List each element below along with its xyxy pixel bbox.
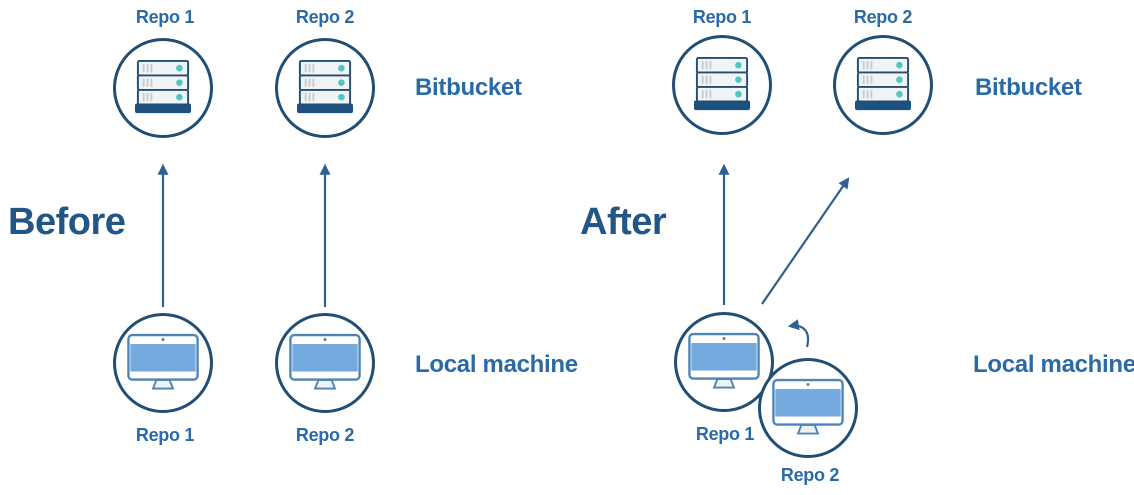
server-icon <box>135 60 191 114</box>
after-local-repo1-node <box>674 312 774 412</box>
before-local-machine-label: Local machine <box>415 351 578 378</box>
before-local-repo2-node <box>275 313 375 413</box>
after-local-machine-label: Local machine <box>973 351 1134 378</box>
before-local-repo1-label: Repo 1 <box>135 425 195 445</box>
before-remote-repo2-node <box>275 38 375 138</box>
monitor-icon <box>127 333 199 390</box>
before-remote-repo2-label: Repo 2 <box>295 7 355 27</box>
before-title: Before <box>8 201 126 243</box>
after-local-repo2-node <box>758 358 858 458</box>
after-remote-repo2-label: Repo 2 <box>853 7 913 27</box>
after-remote-repo1-node <box>672 35 772 135</box>
curved-merge-arrow <box>787 319 810 348</box>
after-remote-repo1-label: Repo 1 <box>692 7 752 27</box>
after-local-repo1-label: Repo 1 <box>695 424 755 444</box>
after-bitbucket-label: Bitbucket <box>975 74 1082 101</box>
after-push-arrow-repo2 <box>761 177 850 305</box>
server-icon <box>297 60 353 114</box>
monitor-icon <box>688 332 760 389</box>
monitor-icon <box>289 333 361 390</box>
server-icon <box>694 57 750 111</box>
before-local-repo2-label: Repo 2 <box>295 425 355 445</box>
server-icon <box>855 57 911 111</box>
after-title: After <box>580 201 667 243</box>
before-bitbucket-label: Bitbucket <box>415 74 522 101</box>
after-local-repo2-label: Repo 2 <box>780 465 840 485</box>
after-remote-repo2-node <box>833 35 933 135</box>
before-remote-repo1-node <box>113 38 213 138</box>
before-local-repo1-node <box>113 313 213 413</box>
before-remote-repo1-label: Repo 1 <box>135 7 195 27</box>
monitor-icon <box>772 378 844 435</box>
